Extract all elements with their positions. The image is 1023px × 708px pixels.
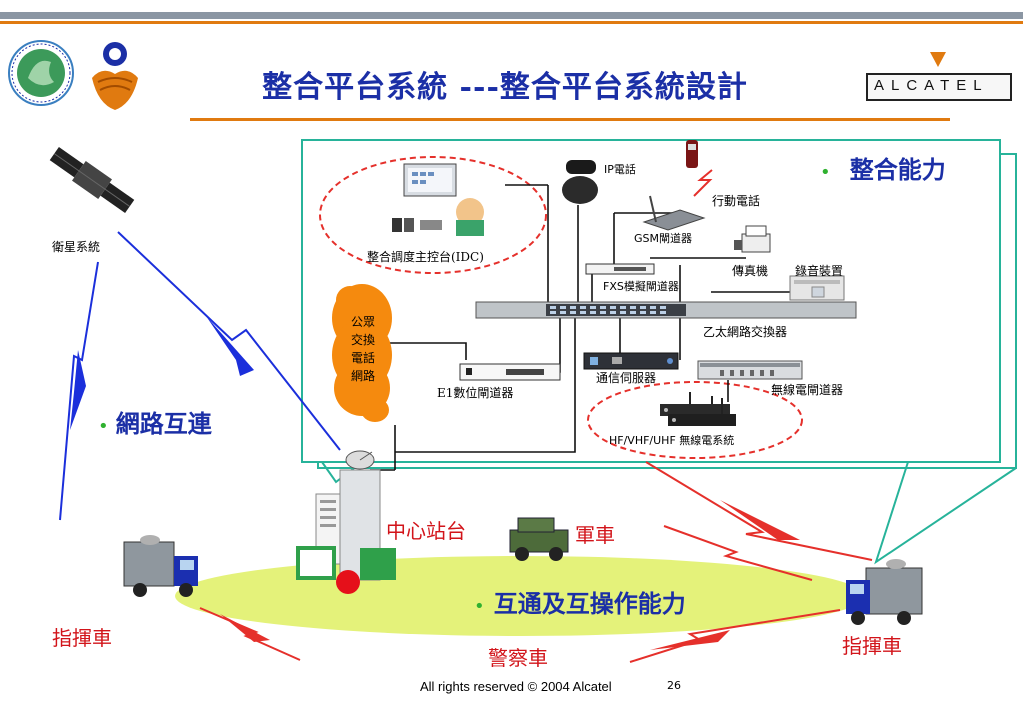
frame-callout-right: [874, 461, 1017, 565]
mobile-phone-device: [686, 140, 698, 168]
command-truck-left: [123, 535, 198, 597]
center-station-label: 中心站台: [386, 519, 466, 543]
ethernet-switch: [475, 301, 857, 319]
capability-interop: • 互通及互操作能力: [474, 584, 686, 619]
idc-ellipse: [319, 156, 547, 274]
radio-gateway-device: [697, 360, 803, 380]
fxs-gateway-label: FXS模擬閘道器: [603, 280, 679, 293]
title-underline: [190, 118, 950, 121]
command-vehicle-right-label: 指揮車: [842, 634, 902, 658]
fxs-gateway-device: [585, 263, 655, 275]
e1-gateway-label: E1數位閘道器: [437, 386, 514, 400]
header-bar-orange: [0, 21, 1023, 24]
bolt-police-right: [650, 630, 730, 650]
command-vehicle-left-label: 指揮車: [52, 626, 112, 650]
capability-interop-text: 互通及互操作能力: [493, 589, 686, 618]
radio-system-label: HF/VHF/UHF 無線電系統: [609, 434, 735, 447]
e1-gateway-device: [459, 363, 561, 381]
alcatel-triangle-icon: [930, 52, 946, 67]
capability-integration: • 整合能力: [820, 150, 946, 185]
police-vehicle-label: 警察車: [488, 646, 548, 670]
ethernet-switch-label: 乙太網路交換器: [703, 325, 788, 339]
gsm-gateway-label: GSM閘道器: [634, 232, 692, 245]
pstn-line: 電話: [350, 351, 375, 365]
alcatel-wordmark: ALCATEL: [874, 77, 989, 94]
fax-label: 傳真機: [732, 264, 769, 278]
pstn-line: 交換: [350, 333, 375, 347]
center-station-building: [296, 450, 396, 594]
link-center-right: [645, 461, 873, 561]
alcatel-logo: ALCATEL: [866, 73, 1012, 101]
ip-phone-label: IP電話: [604, 163, 636, 176]
mobile-phone-label: 行動電話: [712, 194, 761, 208]
capability-networking-text: 網路互連: [115, 409, 212, 438]
page-title: 整合平台系統 ---整合平台系統設計: [262, 70, 748, 105]
recorder-device: [789, 275, 845, 301]
pstn-cloud: [332, 284, 392, 422]
radio-stack-device: [660, 392, 736, 426]
pstn-label: 公眾 交換 電話 網路: [348, 313, 378, 385]
footer-copyright: All rights reserved © 2004 Alcatel: [420, 679, 612, 694]
sat-link-right: [117, 231, 341, 451]
radio-ellipse: [587, 381, 803, 459]
page-number: 26: [667, 679, 681, 692]
sat-bolt-right: [206, 316, 254, 376]
link-police-right: [629, 609, 841, 663]
bolt-center-right: [720, 500, 800, 540]
recorder-label: 錄音裝置: [795, 264, 844, 278]
bullet-icon: •: [98, 416, 109, 437]
bolt-left-police: [220, 614, 270, 642]
gsm-router-device: [642, 195, 706, 231]
bullet-icon: •: [474, 596, 485, 617]
mobile-signal-bolt: [693, 169, 713, 197]
capability-networking: • 網路互連: [98, 404, 212, 439]
fax-device: [734, 225, 771, 253]
radio-gateway-label: 無線電閘道器: [771, 383, 844, 397]
sat-bolt-left: [70, 350, 86, 430]
comm-server-label: 通信伺服器: [596, 371, 657, 385]
satellite-label: 衛星系統: [52, 240, 101, 254]
frame-callout-left: [321, 461, 363, 484]
idc-label: 整合調度主控台(IDC): [367, 250, 484, 264]
pstn-line: 公眾: [350, 315, 375, 329]
military-jeep: [509, 517, 569, 561]
emblem-logo: [92, 42, 138, 110]
association-logo: [8, 40, 74, 106]
comm-server-device: [583, 352, 679, 370]
ip-phone-device: [562, 160, 598, 204]
satellite-device: [49, 147, 135, 213]
header-bar-gray: [0, 12, 1023, 19]
capability-integration-text: 整合能力: [849, 155, 946, 184]
link-center-jeep: [663, 525, 813, 581]
command-truck-right: [846, 559, 923, 625]
military-vehicle-label: 軍車: [575, 523, 615, 547]
idc-console-device: [392, 163, 484, 236]
pstn-line: 網路: [350, 369, 375, 383]
bullet-icon: •: [820, 162, 831, 183]
